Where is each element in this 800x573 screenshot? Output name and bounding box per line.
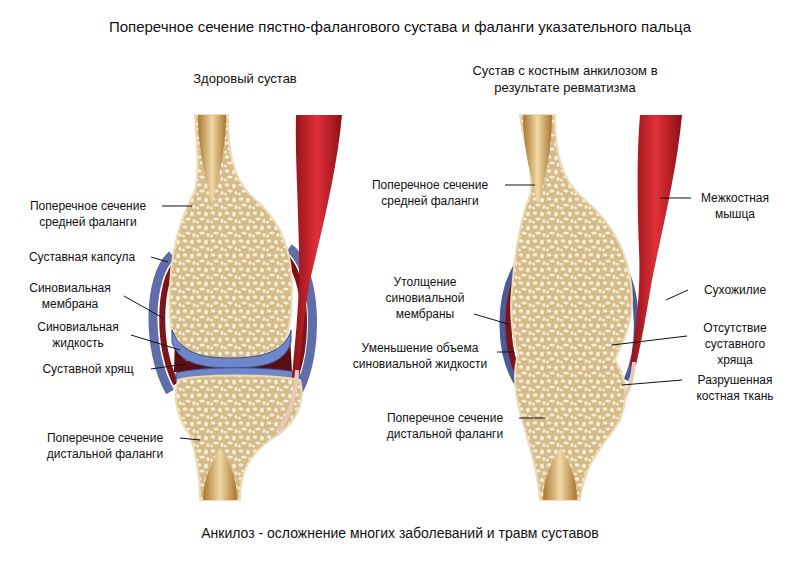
healthy-joint bbox=[153, 115, 342, 500]
tendon bbox=[624, 362, 634, 398]
part-label: Межкостная мышца bbox=[695, 190, 775, 222]
ankylosed-joint bbox=[505, 115, 682, 500]
part-label: Уменьшение объема синовиальной жидкости bbox=[346, 340, 494, 372]
leader-line bbox=[497, 352, 514, 353]
marrow-cavity bbox=[523, 115, 552, 205]
leader-line bbox=[505, 185, 535, 186]
interosseous-muscle bbox=[292, 115, 342, 378]
part-label: Поперечное сечение средней фаланги bbox=[18, 198, 158, 230]
leader-line bbox=[151, 364, 185, 369]
leader-line bbox=[474, 314, 508, 324]
part-label: Сухожилие bbox=[690, 282, 780, 298]
part-label: Поперечное сечение средней фаланги bbox=[360, 177, 500, 209]
leader-line bbox=[660, 198, 691, 199]
leader-line bbox=[124, 296, 163, 318]
leader-line bbox=[162, 206, 192, 207]
panel-heading: Сустав с костным анкилозом в результате … bbox=[463, 62, 668, 96]
interosseous-muscle bbox=[630, 115, 682, 367]
part-label: Разрушенная костная ткань bbox=[685, 372, 785, 404]
leader-line bbox=[180, 438, 200, 440]
tendon bbox=[278, 370, 297, 432]
part-label: Синовиальная жидкость bbox=[28, 319, 128, 351]
leader-lines bbox=[124, 185, 691, 440]
leader-line bbox=[612, 336, 687, 345]
marrow-cavity bbox=[543, 448, 577, 500]
fused-bone bbox=[511, 115, 632, 500]
part-label: Синовиальная мембрана bbox=[20, 280, 120, 312]
marrow-cavity bbox=[198, 115, 226, 205]
diagram-title: Поперечное сечение пястно-фалангового су… bbox=[20, 18, 780, 36]
part-label: Отсутствие суставного хряща bbox=[690, 320, 780, 368]
leader-line bbox=[151, 257, 168, 262]
middle-phalanx bbox=[170, 115, 292, 360]
part-label: Поперечное сечение дистальной фаланги bbox=[35, 430, 175, 462]
articular-cartilage bbox=[172, 330, 291, 368]
panel-heading: Здоровый сустав bbox=[145, 70, 345, 87]
part-label: Суставной хрящ bbox=[28, 361, 148, 377]
leader-line bbox=[131, 335, 180, 350]
part-label: Утолщение синовиальной мембраны bbox=[379, 274, 471, 322]
part-label: Суставная капсула bbox=[17, 249, 147, 265]
diagram-caption: Анкилоз - осложнение многих заболеваний … bbox=[20, 524, 780, 542]
leader-line bbox=[666, 290, 688, 300]
part-label: Поперечное сечение дистальной фаланги bbox=[375, 410, 515, 442]
leader-line bbox=[622, 380, 682, 385]
leader-line bbox=[519, 418, 545, 419]
marrow-cavity bbox=[203, 448, 237, 500]
distal-phalanx bbox=[176, 376, 302, 501]
